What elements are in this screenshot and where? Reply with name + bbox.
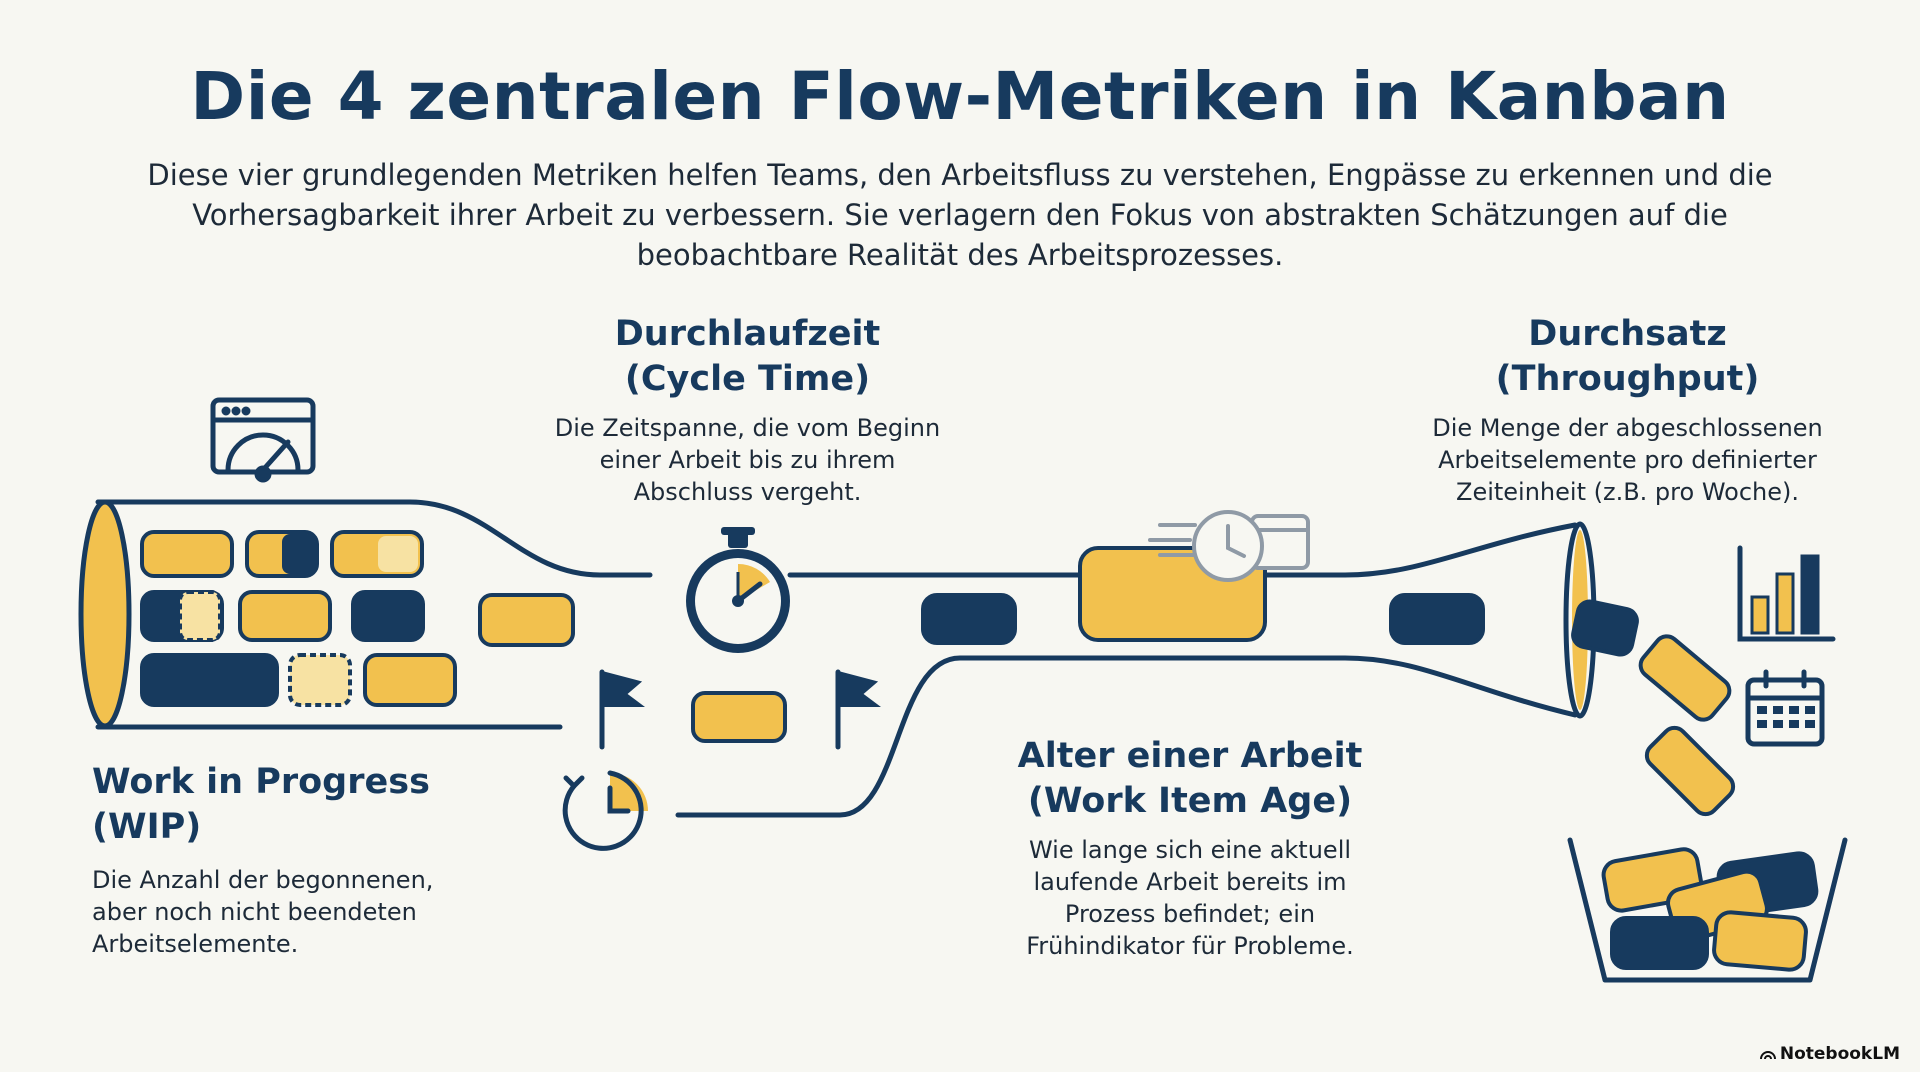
- falling-card: [1638, 634, 1732, 722]
- stopwatch-icon: [686, 527, 790, 653]
- bin-icon: [1567, 837, 1848, 983]
- flag-icon: [599, 669, 645, 750]
- wip-card: [140, 653, 279, 707]
- wip-title: Work in Progress (WIP): [92, 762, 430, 847]
- lower-pipe: [675, 655, 1578, 818]
- flow-card: [1389, 593, 1485, 645]
- dashboard-gauge-icon: [210, 397, 316, 483]
- throughput-title: Durchsatz (Throughput): [1495, 314, 1760, 399]
- wip-card: [238, 590, 332, 642]
- flag-icon: [835, 669, 881, 750]
- notebooklm-logo-icon: [1759, 1051, 1776, 1060]
- work-item-age-description: Wie lange sich eine aktuell laufende Arb…: [1026, 836, 1354, 960]
- brand-label: NotebookLM: [1759, 1044, 1900, 1064]
- clock-calendar-icon: [1148, 510, 1310, 582]
- wip-card: [363, 653, 457, 707]
- bottle-outline: [95, 499, 653, 578]
- wip-card: [351, 590, 425, 642]
- bin-card: [1712, 910, 1808, 972]
- wip-card: [178, 590, 222, 642]
- falling-card: [1571, 599, 1639, 657]
- bottle-cap: [78, 499, 132, 729]
- timer-icon: [562, 770, 648, 851]
- calendar-icon: [1745, 669, 1825, 747]
- page-title: Die 4 zentralen Flow-Metriken in Kanban: [190, 58, 1730, 135]
- falling-card: [1644, 725, 1736, 817]
- bar-chart-icon: [1737, 545, 1836, 642]
- bin-card: [1610, 916, 1709, 970]
- flow-card: [921, 593, 1017, 645]
- cycle-time-description: Die Zeitspanne, die vom Beginn einer Arb…: [554, 414, 941, 506]
- flow-card: [478, 593, 575, 647]
- cycle-time-title: Durchlaufzeit (Cycle Time): [614, 314, 881, 399]
- wip-description: Die Anzahl der begonnenen, aber noch nic…: [92, 866, 434, 958]
- throughput-description: Die Menge der abgeschlossenen Arbeitsele…: [1432, 414, 1823, 506]
- wip-card: [288, 653, 352, 707]
- flow-card: [691, 691, 787, 743]
- work-item-age-title: Alter einer Arbeit (Work Item Age): [1017, 736, 1363, 821]
- intro-text: Diese vier grundlegenden Metriken helfen…: [147, 158, 1773, 272]
- wip-card: [140, 530, 234, 578]
